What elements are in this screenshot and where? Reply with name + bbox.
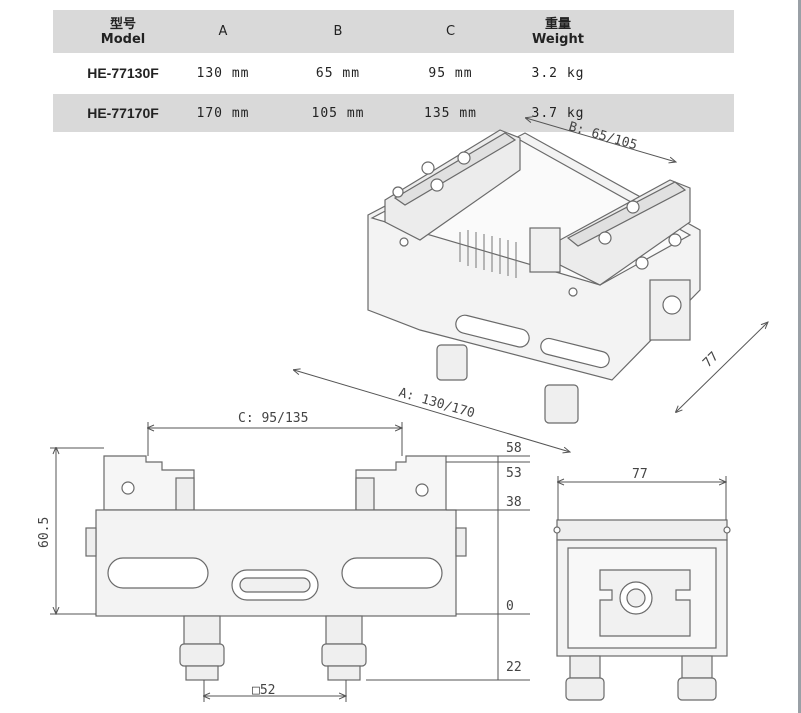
square-dimension-label: □52 bbox=[252, 683, 275, 698]
height-dimension-label: 60.5 bbox=[37, 517, 52, 548]
header-c: C bbox=[445, 24, 456, 39]
c-dimension-label: C: 95/135 bbox=[238, 411, 308, 426]
dim-38: 38 bbox=[506, 495, 522, 510]
side-view bbox=[553, 519, 731, 701]
right-border bbox=[798, 0, 801, 713]
header-weight-en: Weight bbox=[532, 31, 584, 47]
row-weight: 3.2 kg bbox=[531, 65, 585, 81]
header-model: 型号 Model bbox=[63, 10, 183, 53]
front-dimensions bbox=[50, 422, 530, 702]
header-weight-cn: 重量 bbox=[544, 16, 571, 32]
row-weight: 3.7 kg bbox=[531, 105, 585, 121]
row-c: 95 mm bbox=[428, 65, 473, 81]
row-a: 170 mm bbox=[196, 105, 250, 121]
front-view bbox=[85, 455, 467, 681]
isometric-view bbox=[367, 129, 701, 424]
side-width-label: 77 bbox=[632, 467, 648, 482]
table-row: HE-77130F 130 mm 65 mm 95 mm 3.2 kg bbox=[53, 53, 734, 93]
a-dimension-label: A: 130/170 bbox=[397, 385, 476, 421]
header-model-cn: 型号 bbox=[109, 16, 136, 32]
header-a: A bbox=[218, 24, 228, 39]
header-weight: 重量 Weight bbox=[513, 10, 603, 53]
header-b: B bbox=[333, 24, 343, 39]
row-b: 65 mm bbox=[315, 65, 361, 81]
header-model-en: Model bbox=[100, 31, 146, 47]
table-header-row: 型号 Model A B C 重量 Weight bbox=[53, 10, 734, 53]
row-model: HE-77130F bbox=[87, 65, 159, 81]
side-dimensions bbox=[558, 476, 726, 520]
dim-53: 53 bbox=[506, 466, 522, 481]
dim-0: 0 bbox=[506, 599, 514, 614]
row-a: 130 mm bbox=[196, 65, 250, 81]
row-c: 135 mm bbox=[424, 105, 477, 121]
row-model: HE-77170F bbox=[87, 105, 159, 121]
dim-22: 22 bbox=[506, 660, 522, 675]
row-b: 105 mm bbox=[311, 105, 365, 121]
dim-58: 58 bbox=[506, 441, 522, 456]
table-row: HE-77170F 170 mm 105 mm 135 mm 3.7 kg bbox=[53, 94, 734, 132]
spec-table: 型号 Model A B C 重量 Weight HE-77130F 130 m… bbox=[53, 10, 734, 132]
iso-dimensions bbox=[294, 118, 768, 452]
depth-dimension-label: 77 bbox=[700, 349, 722, 371]
